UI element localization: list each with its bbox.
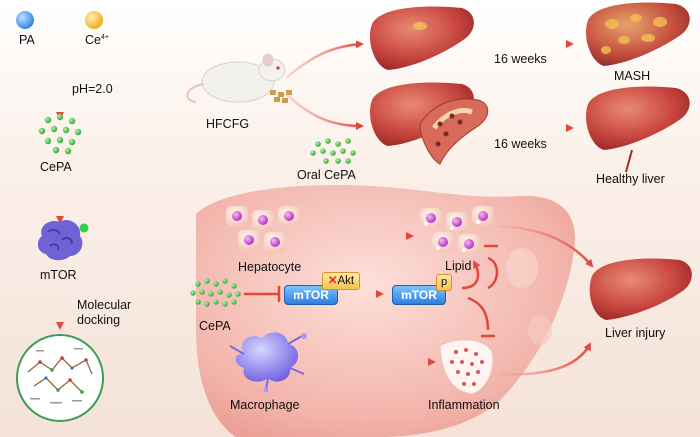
liver-healthy-icon	[585, 86, 690, 150]
mouse-icon	[186, 53, 292, 103]
cepa-mechanism-label: CePA	[199, 319, 231, 333]
inflammation-label: Inflammation	[428, 398, 500, 412]
akt-box: ✕Akt	[322, 272, 360, 290]
phospho-mtor-box: mTOR	[392, 285, 446, 305]
arrow-to-mash-liver	[285, 40, 364, 79]
cepa-cluster-icon	[38, 113, 82, 155]
liver-injury-label: Liver injury	[605, 326, 666, 340]
mtor-box: mTOR	[284, 285, 338, 305]
liver-treated-icon	[369, 82, 474, 146]
liver-healthy-vessel	[625, 149, 633, 173]
docking-label-line2: docking	[77, 313, 121, 327]
arrow-lipid-injury	[497, 224, 594, 268]
lipid-label: Lipid	[445, 259, 472, 273]
pa-sphere-icon	[16, 11, 34, 29]
cepa-oral-dots-icon	[310, 138, 356, 164]
inhibit-lipid-path	[487, 256, 499, 290]
ce-element: Ce	[85, 33, 101, 47]
hfcfg-label: HFCFG	[206, 117, 250, 131]
docking-image	[16, 334, 104, 422]
phospho-p-box: p	[436, 274, 452, 291]
weeks-bottom-label: 16 weeks	[494, 137, 547, 151]
docking-label-line1: Molecular	[77, 298, 132, 312]
lipid-cells-icon	[420, 206, 494, 254]
ph-label: pH=2.0	[72, 82, 113, 96]
hepatocyte-label: Hepatocyte	[238, 260, 302, 274]
cepa-product-label: CePA	[40, 160, 72, 174]
arrow-to-treated-liver	[285, 93, 364, 130]
ce-label: Ce4+	[85, 33, 109, 47]
arrow-inflammation-injury	[499, 342, 592, 376]
cerium-sphere-icon	[85, 11, 103, 29]
blocked-x-icon: ✕	[327, 275, 338, 287]
macrophage-label: Macrophage	[230, 398, 300, 412]
mtor-protein-icon	[37, 219, 89, 261]
arrow-mtor-to-lipid	[461, 260, 481, 290]
macrophage-icon	[229, 332, 307, 393]
inhibit-inflammation-path	[467, 296, 490, 331]
hepatocyte-cells-icon	[226, 206, 300, 252]
liver-fatty-icon	[369, 6, 474, 70]
inflammation-icon	[439, 339, 494, 395]
oral-cepa-label: Oral CePA	[297, 168, 356, 182]
akt-label: Akt	[337, 275, 355, 287]
mash-label: MASH	[614, 69, 651, 83]
liver-injury-icon	[589, 258, 692, 320]
mtor-label: mTOR	[40, 268, 77, 282]
healthy-liver-label: Healthy liver	[596, 172, 665, 186]
vessel-icon	[419, 98, 489, 165]
ce-charge: 4+	[100, 33, 109, 41]
cepa-mechanism-dots-icon	[190, 278, 241, 307]
pa-label: PA	[19, 33, 35, 47]
weeks-top-label: 16 weeks	[494, 52, 547, 66]
